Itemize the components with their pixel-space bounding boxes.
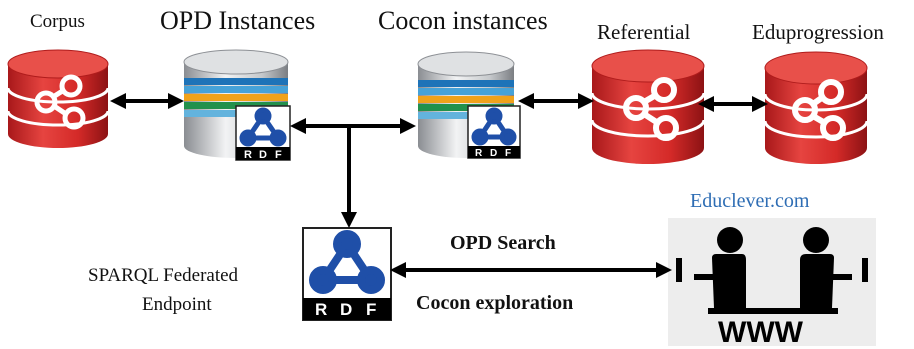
rdf-letter: F bbox=[366, 300, 376, 319]
rdf-letter: D bbox=[340, 300, 352, 319]
corpus-label: Corpus bbox=[30, 11, 85, 32]
opd-instances-label: OPD Instances bbox=[160, 6, 316, 35]
corpus-database-icon bbox=[6, 49, 110, 148]
eduprogression-database-icon bbox=[763, 51, 869, 164]
rdf-letter: R bbox=[475, 148, 483, 159]
referential-database-icon bbox=[590, 49, 706, 164]
rdf-letter: R bbox=[244, 149, 252, 161]
cocon-exploration-label: Cocon exploration bbox=[416, 292, 574, 314]
referential-label: Referential bbox=[597, 20, 691, 44]
users-www-icon: WWW bbox=[668, 218, 876, 349]
cocon-instances-label: Cocon instances bbox=[378, 6, 548, 35]
opd-rdf-badge-icon: R D F bbox=[235, 105, 291, 161]
sparql-endpoint-rdf-icon: R D F bbox=[302, 227, 392, 321]
rdf-letter: R bbox=[315, 300, 327, 319]
rdf-letter: D bbox=[490, 148, 497, 159]
sparql-endpoint-label-line2: Endpoint bbox=[142, 294, 212, 315]
rdf-letter: F bbox=[505, 148, 511, 159]
www-text: WWW bbox=[718, 316, 804, 349]
rdf-letter: F bbox=[275, 149, 282, 161]
educlever-label: Educlever.com bbox=[690, 190, 810, 212]
sparql-endpoint-label-line1: SPARQL Federated bbox=[88, 265, 239, 286]
eduprogression-label: Eduprogression bbox=[752, 20, 884, 44]
rdf-letter: D bbox=[259, 149, 267, 161]
opd-search-label: OPD Search bbox=[450, 232, 556, 254]
cocon-rdf-badge-icon: R D F bbox=[467, 105, 521, 159]
connections bbox=[110, 93, 768, 278]
